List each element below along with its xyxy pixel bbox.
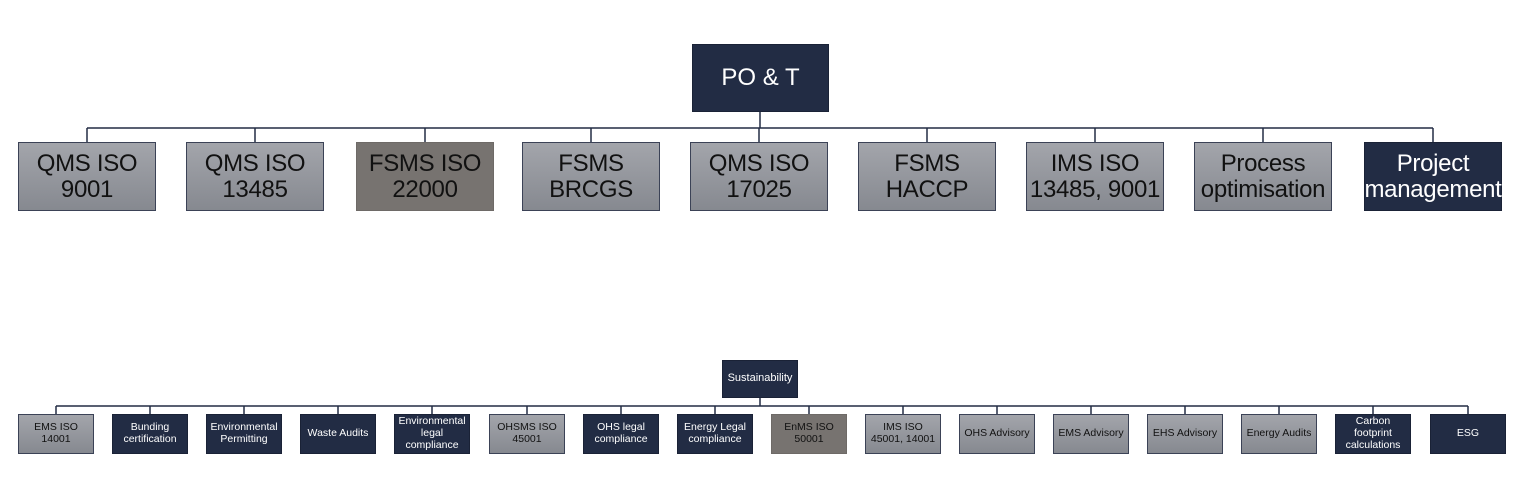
top-child-label: Process optimisation [1200, 150, 1326, 203]
bottom-child-label: EMS ISO 14001 [34, 421, 78, 445]
bottom-child-node: Carbon footprint calculations [1335, 414, 1411, 454]
top-child-label: FSMS ISO 22000 [368, 150, 482, 203]
bottom-child-label: Carbon footprint calculations [1345, 415, 1401, 451]
top-child-node: FSMS ISO 22000 [356, 142, 494, 211]
top-child-label: FSMS BRCGS [549, 150, 633, 203]
top-child-label: Project management [1364, 150, 1502, 203]
bottom-child-node: OHSMS ISO 45001 [489, 414, 565, 454]
bottom-child-label: Environmental Permitting [210, 421, 278, 445]
top-child-node: IMS ISO 13485, 9001 [1026, 142, 1164, 211]
bottom-child-node: OHS Advisory [959, 414, 1035, 454]
bottom-root-label: Sustainability [727, 372, 793, 385]
top-child-label: QMS ISO 9001 [36, 150, 138, 203]
top-child-node: Process optimisation [1194, 142, 1332, 211]
top-child-label: FSMS HACCP [885, 150, 969, 203]
bottom-child-node: EnMS ISO 50001 [771, 414, 847, 454]
top-child-label: IMS ISO 13485, 9001 [1029, 150, 1161, 203]
bottom-child-node: Energy Audits [1241, 414, 1317, 454]
bottom-child-node: OHS legal compliance [583, 414, 659, 454]
bottom-child-label: EMS Advisory [1058, 427, 1124, 440]
bottom-child-label: IMS ISO 45001, 14001 [870, 421, 936, 445]
top-child-label: QMS ISO 13485 [204, 150, 306, 203]
bottom-child-node: ESG [1430, 414, 1506, 454]
top-child-node: QMS ISO 17025 [690, 142, 828, 211]
bottom-child-node: Environmental Permitting [206, 414, 282, 454]
top-child-node: Project management [1364, 142, 1502, 211]
bottom-child-label: ESG [1456, 427, 1480, 440]
bottom-child-label: EHS Advisory [1152, 427, 1218, 440]
top-child-node: FSMS BRCGS [522, 142, 660, 211]
bottom-child-node: IMS ISO 45001, 14001 [865, 414, 941, 454]
bottom-child-label: EnMS ISO 50001 [784, 421, 834, 445]
bottom-child-node: Bunding certification [112, 414, 188, 454]
bottom-child-node: Energy Legal compliance [677, 414, 753, 454]
top-child-node: FSMS HACCP [858, 142, 996, 211]
bottom-tree-connectors [55, 398, 1469, 414]
top-child-label: QMS ISO 17025 [708, 150, 810, 203]
bottom-root-node-sustainability: Sustainability [722, 360, 798, 398]
bottom-child-label: OHS Advisory [964, 427, 1030, 440]
bottom-child-label: OHS legal compliance [594, 421, 648, 445]
bottom-child-node: Waste Audits [300, 414, 376, 454]
bottom-child-label: OHSMS ISO 45001 [497, 421, 557, 445]
bottom-child-node: EHS Advisory [1147, 414, 1223, 454]
top-child-node: QMS ISO 9001 [18, 142, 156, 211]
top-root-node-po-and-t: PO & T [692, 44, 829, 112]
top-child-node: QMS ISO 13485 [186, 142, 324, 211]
bottom-child-label: Energy Audits [1246, 427, 1312, 440]
top-tree-connectors [86, 112, 1434, 142]
bottom-child-label: Bunding certification [123, 421, 177, 445]
bottom-child-label: Energy Legal compliance [684, 421, 746, 445]
bottom-child-node: Environmental legal compliance [394, 414, 470, 454]
top-root-label: PO & T [721, 64, 800, 92]
bottom-child-node: EMS ISO 14001 [18, 414, 94, 454]
bottom-child-label: Environmental legal compliance [398, 415, 466, 451]
bottom-child-node: EMS Advisory [1053, 414, 1129, 454]
bottom-child-label: Waste Audits [307, 427, 369, 440]
